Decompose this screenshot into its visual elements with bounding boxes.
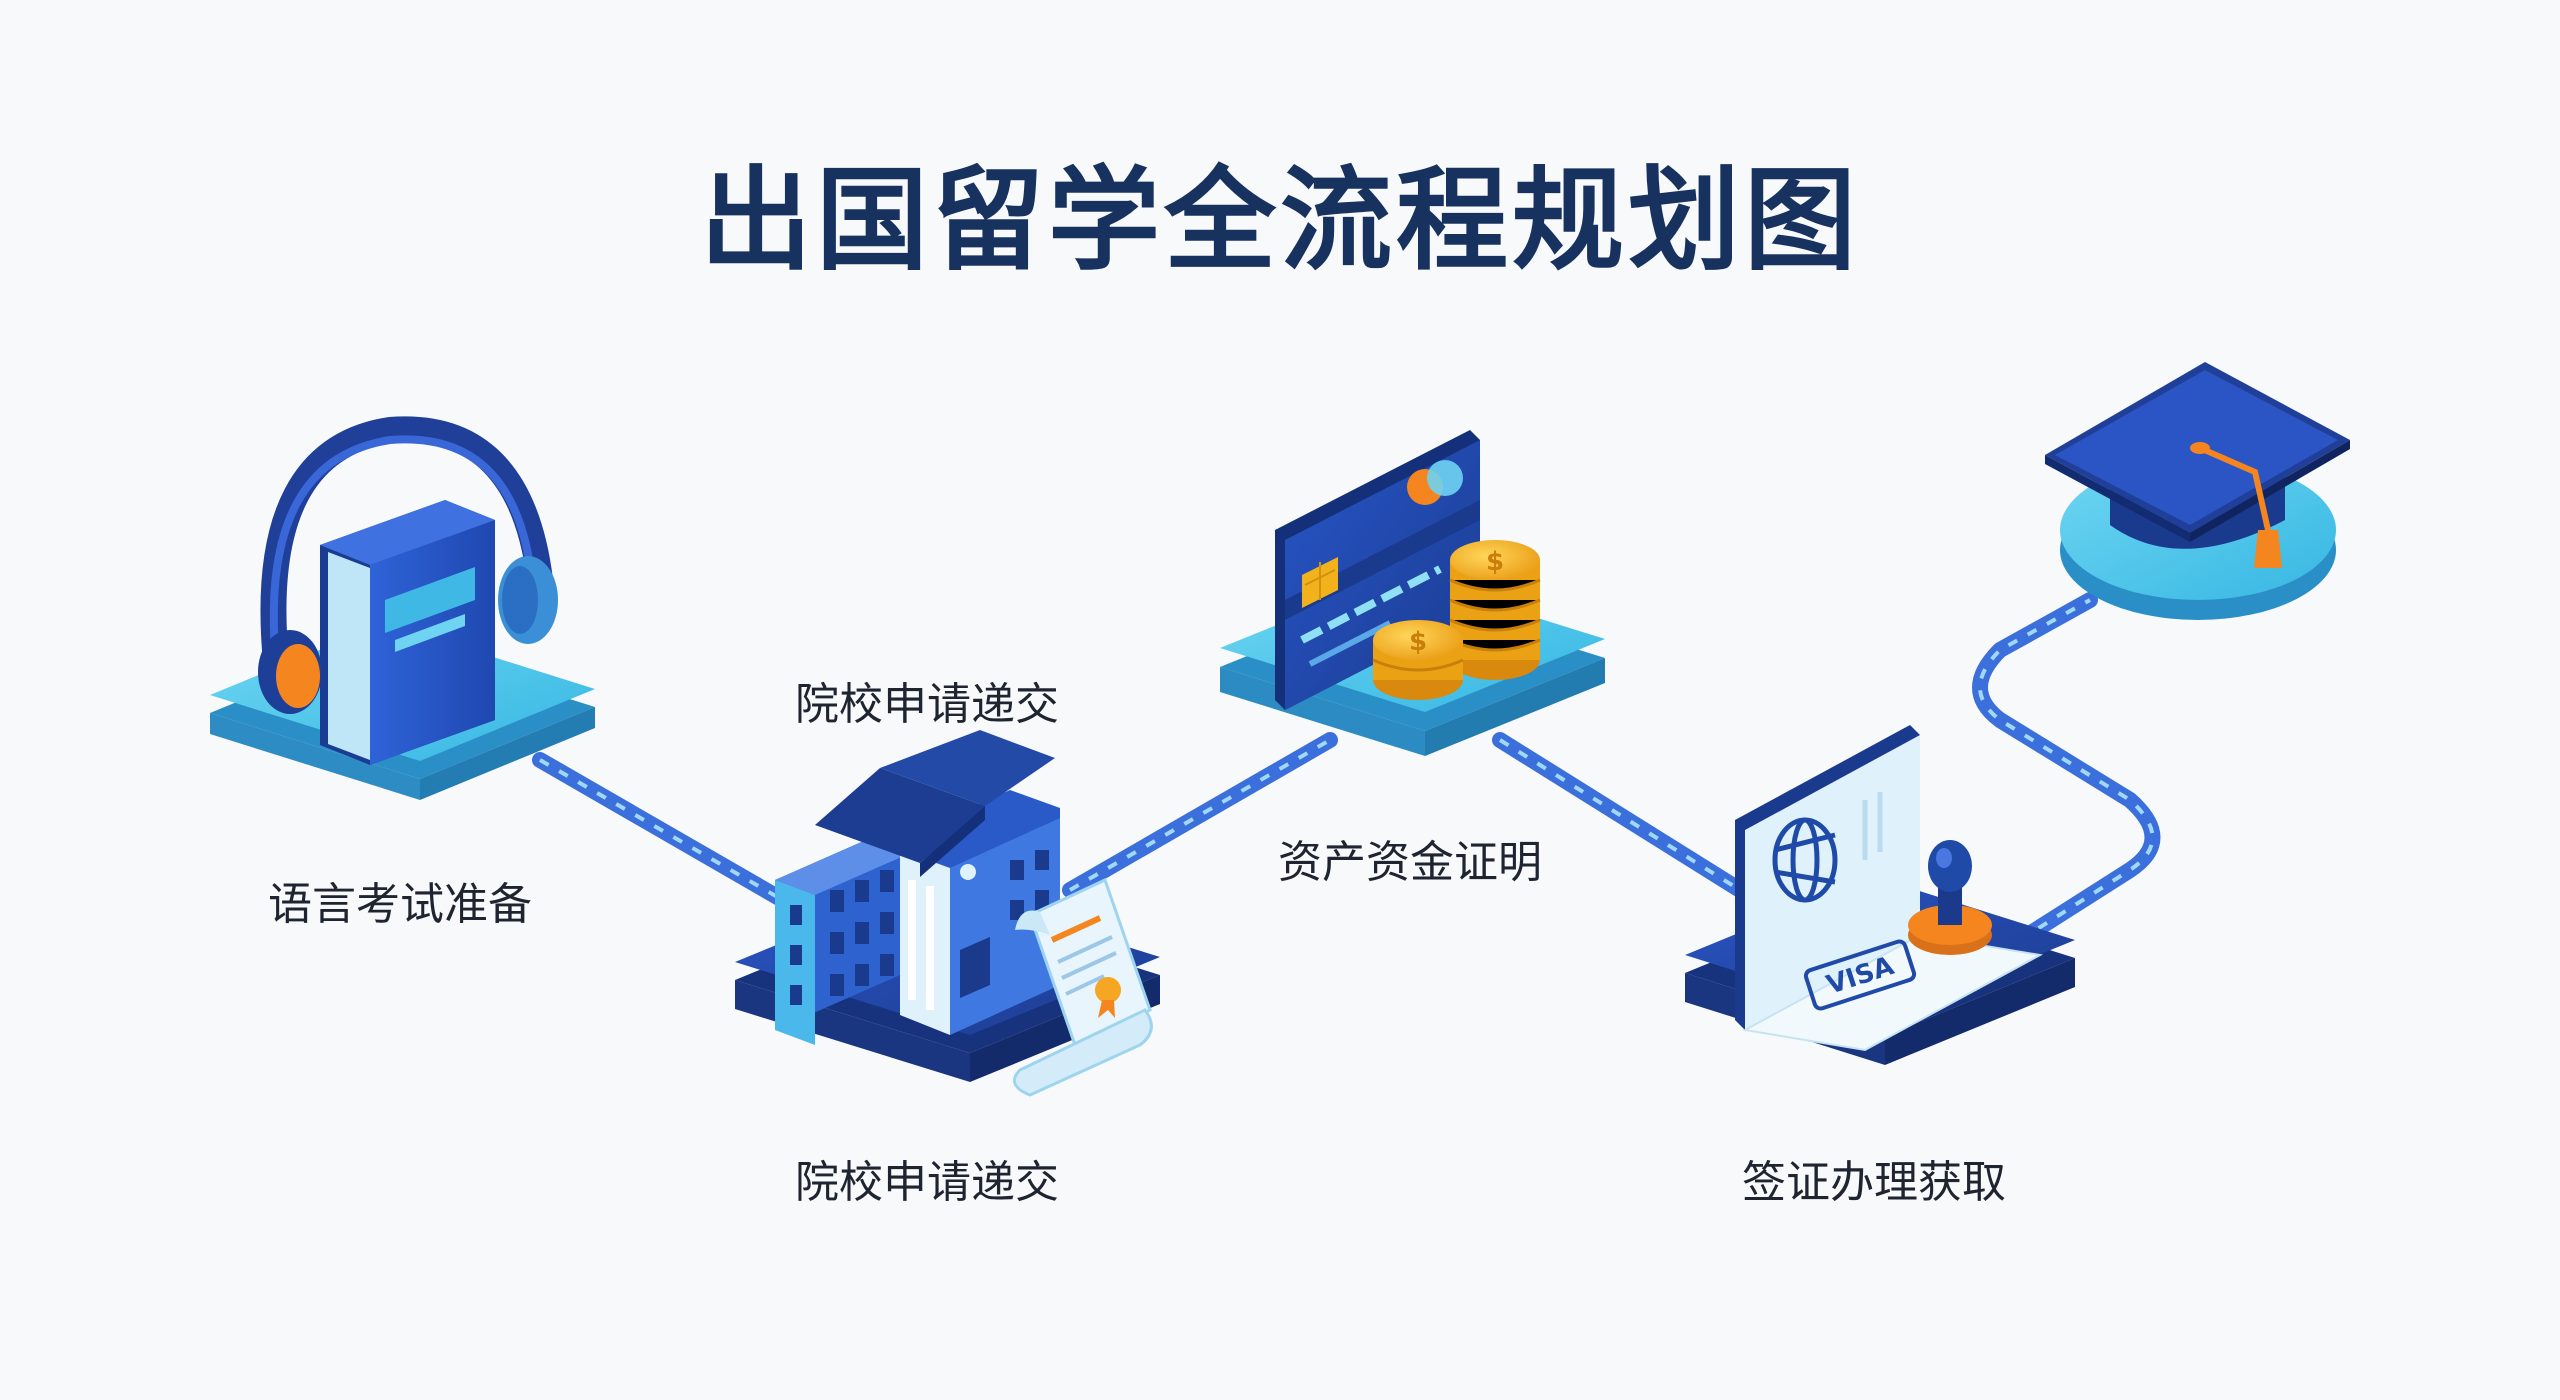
coin-symbol: $	[1486, 547, 1504, 577]
credit-card-coins-icon: $ $	[0, 0, 1541, 710]
certificate-scroll-icon	[1012, 877, 1153, 1097]
step-label-school: 院校申请递交	[795, 1157, 1059, 1208]
rubber-stamp-icon	[1908, 840, 1992, 955]
step-label-school-top: 院校申请递交	[795, 679, 1059, 730]
globe-icon	[1772, 817, 1838, 903]
step-label-language: 语言考试准备	[268, 879, 532, 930]
step-school-application	[735, 730, 1160, 1097]
passport-stamp-icon: VISA	[1735, 725, 2044, 1052]
card-chip	[0, 0, 1, 1]
step-graduation	[2045, 362, 2350, 620]
coin-stack: $	[1449, 540, 1541, 680]
flow-paths	[532, 592, 2161, 948]
step-language-exam	[210, 416, 595, 800]
step-visa: VISA	[1685, 725, 2075, 1065]
university-building-icon	[775, 730, 1060, 1045]
page-title: 出国留学全流程规划图	[700, 156, 1860, 286]
coin-stack-small: $	[1372, 620, 1464, 700]
step-funds-proof: $ $	[0, 0, 1605, 756]
graduation-cap-icon	[2045, 362, 2350, 568]
coin-symbol-small: $	[1409, 627, 1427, 657]
headphones-book-icon	[258, 416, 558, 765]
step-label-visa: 签证办理获取	[1742, 1157, 2006, 1208]
path-visa-to-graduation	[1972, 592, 2161, 948]
step-label-funds: 资产资金证明	[1278, 837, 1542, 888]
